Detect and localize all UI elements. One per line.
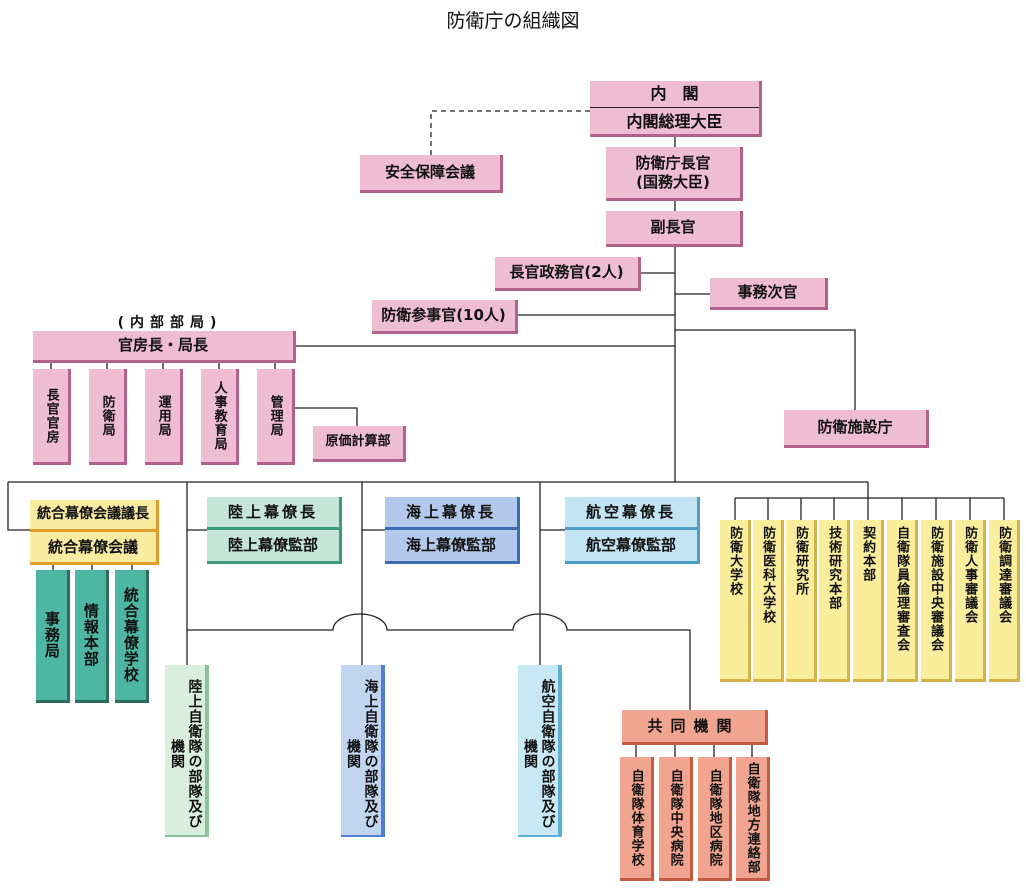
affiliated-procurement-council: 防衛調達審議会	[989, 520, 1020, 682]
bureau-operations: 運用局	[145, 369, 183, 465]
cost-accounting-box: 原価計算部	[313, 426, 406, 462]
defense-minister-title: 防衛庁長官	[635, 153, 711, 172]
bureau-secretariat: 長官官房	[33, 369, 71, 465]
joint-org-regional-liaison: 自衛隊地方連絡部	[736, 757, 770, 881]
cabinet-box: 内 閣 内閣総理大臣	[590, 81, 762, 137]
affiliated-facilities-council: 防衛施設中央審議会	[921, 520, 952, 682]
bureau-defense-policy: 防衛局	[89, 369, 127, 465]
affiliated-technical-research: 技術研究本部	[819, 520, 850, 682]
joint-orgs-box: 共同機関	[622, 710, 768, 745]
bureau-personnel-education: 人事教育局	[201, 369, 239, 465]
joint-staff-council-box: 統合幕僚会議	[30, 532, 159, 565]
administrative-vice-box: 事務次官	[710, 278, 828, 310]
ground-chief-box: 陸上幕僚長	[207, 497, 342, 530]
affiliated-medical-college: 防衛医科大学校	[753, 520, 784, 682]
air-chief-box: 航空幕僚長	[565, 497, 700, 530]
maritime-staff-office-box: 海上幕僚監部	[385, 530, 520, 564]
defense-minister-note: (国務大臣)	[636, 172, 710, 191]
page-title: 防衛庁の組織図	[446, 10, 580, 32]
joint-staff-college: 統合幕僚学校	[115, 570, 149, 703]
affiliated-research-institute: 防衛研究所	[786, 520, 817, 682]
bureau-management: 管理局	[257, 369, 295, 465]
defense-minister-box: 防衛庁長官 (国務大臣)	[606, 147, 743, 201]
affiliated-personnel-council: 防衛人事審議会	[955, 520, 986, 682]
ground-staff-office-box: 陸上幕僚監部	[207, 530, 342, 564]
maritime-chief-box: 海上幕僚長	[385, 497, 520, 530]
air-staff-office-box: 航空幕僚監部	[565, 530, 700, 564]
vice-minister-box: 副長官	[606, 211, 743, 247]
counselor-box: 防衛参事官(10人)	[372, 300, 518, 334]
ground-units-box: 陸上自衛隊の部隊及び機関	[165, 665, 209, 837]
maritime-units-box: 海上自衛隊の部隊及び機関	[341, 665, 385, 837]
air-units-box: 航空自衛隊の部隊及び機関	[518, 665, 562, 837]
affiliated-ethics-board: 自衛隊員倫理審査会	[887, 520, 918, 682]
joint-org-training-school: 自衛隊体育学校	[620, 757, 654, 881]
parliamentary-secretary-box: 長官政務官(2人)	[495, 257, 641, 291]
bureau-heads-box: 官房長・局長	[33, 331, 296, 363]
affiliated-defense-academy: 防衛大学校	[720, 520, 751, 682]
security-council-box: 安全保障会議	[360, 155, 503, 193]
joint-org-district-hospital: 自衛隊地区病院	[698, 757, 732, 881]
joint-staff-intelligence: 情報本部	[75, 570, 109, 703]
prime-minister-label: 内閣総理大臣	[626, 112, 723, 131]
joint-staff-chairman-box: 統合幕僚会議議長	[30, 500, 159, 532]
internal-bureaus-label: (内部部局)	[117, 315, 223, 331]
facilities-agency-box: 防衛施設庁	[784, 410, 929, 448]
cabinet-label: 内 閣	[590, 80, 759, 108]
joint-staff-secretariat: 事務局	[36, 570, 70, 703]
affiliated-contract-office: 契約本部	[853, 520, 884, 682]
joint-org-central-hospital: 自衛隊中央病院	[659, 757, 693, 881]
